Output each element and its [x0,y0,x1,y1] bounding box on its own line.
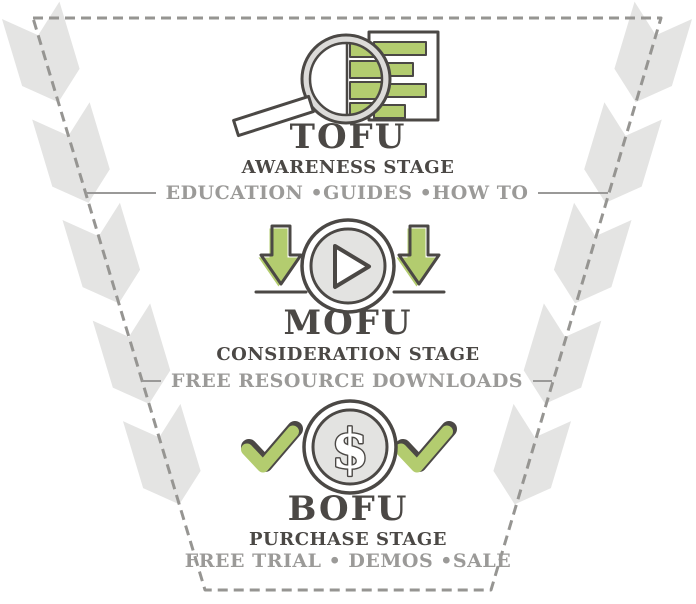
tofu-divider: EDUCATION •GUIDES •HOW TO [86,182,609,204]
magnifier-document-icon [232,30,440,138]
checkmark-icon [241,421,303,473]
mofu-divider: FREE RESOURCE DOWNLOADS [142,370,552,392]
text-line-bar [349,81,385,100]
download-arrow-icon [254,224,308,294]
dollar-coin-checkmarks-icon: $ [241,399,457,495]
dollar-sign: $ [331,417,369,481]
video-play-download-icon [254,218,446,314]
mofu-tags: FREE RESOURCE DOWNLOADS [170,370,524,392]
bofu-tags: FREE TRIAL • DEMOS •SALE [184,550,512,572]
lens-inner-outline [308,41,384,117]
mofu-stage-label: CONSIDERATION STAGE [216,344,480,365]
tofu-tags: EDUCATION •GUIDES •HOW TO [165,182,529,204]
lens-ring [302,35,390,123]
divider-line [538,192,609,194]
bofu-stage-label: PURCHASE STAGE [249,529,447,550]
bofu-title: BOFU [287,489,409,529]
divider-line [142,380,161,382]
divider-line [86,192,156,194]
lens-outer-outline [300,33,392,125]
mofu-title: MOFU [283,303,413,343]
checkmark-icon [395,421,457,473]
divider-line [533,380,552,382]
text-line-bar [349,60,385,79]
play-triangle-icon [333,244,371,289]
chevron-down-icon [546,202,632,312]
magnifier-handle [232,94,315,138]
coin-inner-circle [311,408,389,486]
tofu-stage-label: AWARENESS STAGE [241,157,455,178]
funnel-dashed-outline [31,16,663,592]
tofu-title: TOFU [289,117,407,157]
funnel-chevrons-right [485,1,693,514]
download-arrow-icon [392,224,446,294]
